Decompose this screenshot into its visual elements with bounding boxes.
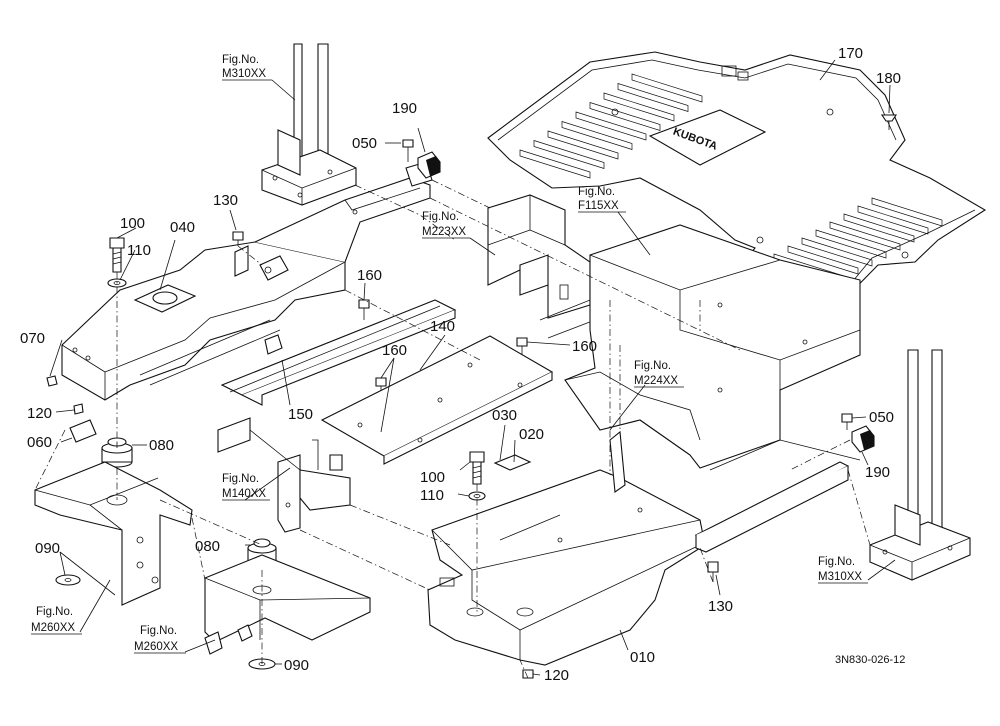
svg-text:M224XX: M224XX	[634, 375, 678, 387]
part-label-080: 080	[149, 437, 174, 454]
svg-text:Fig.No.: Fig.No.	[818, 556, 855, 568]
bolt-100-left	[109, 237, 125, 273]
part-label-120: 120	[27, 405, 52, 422]
part-label-140: 140	[430, 318, 455, 335]
bolt-130-upper	[232, 231, 244, 246]
bracket-m140	[217, 417, 351, 533]
part-label-010: 010	[630, 649, 655, 666]
part-label-160: 160	[572, 338, 597, 355]
svg-text:Fig.No.: Fig.No.	[36, 606, 73, 618]
figure-ref-m224: Fig.No. M224XX	[634, 360, 684, 388]
part-label-130: 130	[213, 192, 238, 209]
part-label-090: 090	[284, 657, 309, 674]
drawing-code: 3N830-026-12	[835, 654, 905, 666]
part-label-160: 160	[357, 267, 382, 284]
bolt-100-center	[469, 451, 485, 485]
support-bracket-center	[204, 554, 371, 655]
part-label-180: 180	[876, 70, 901, 87]
part-label-050: 050	[869, 409, 894, 426]
svg-text:Fig.No.: Fig.No.	[422, 211, 459, 223]
part-label-070: 070	[20, 330, 45, 347]
svg-text:Fig.No.: Fig.No.	[222, 54, 259, 66]
figure-ref-m310-lower: Fig.No. M310XX	[818, 556, 868, 584]
support-bracket-left	[34, 461, 193, 606]
svg-text:M260XX: M260XX	[31, 622, 75, 634]
part-label-100: 100	[420, 469, 445, 486]
pin-180	[880, 114, 898, 130]
part-label-060: 060	[27, 434, 52, 451]
part-label-190: 190	[865, 464, 890, 481]
svg-text:Fig.No.: Fig.No.	[222, 473, 259, 485]
part-label-050: 050	[352, 135, 377, 152]
part-label-080: 080	[195, 538, 220, 555]
part-label-030: 030	[492, 407, 517, 424]
svg-text:Fig.No.: Fig.No.	[634, 360, 671, 372]
bolt-130-lower	[707, 561, 719, 582]
part-label-160: 160	[382, 342, 407, 359]
part-label-130: 130	[708, 598, 733, 615]
figure-references: Fig.No. M310XX Fig.No. M223XX Fig.No. F1…	[31, 54, 868, 654]
bracket-m223	[487, 194, 596, 339]
figure-ref-m223: Fig.No. M223XX	[422, 211, 470, 239]
rear-cover-m224	[564, 224, 861, 471]
bolt-160-a	[358, 299, 370, 320]
figure-ref-m260-center: Fig.No. M260XX	[134, 625, 186, 654]
part-label-120: 120	[544, 667, 569, 684]
svg-text:M260XX: M260XX	[134, 641, 178, 653]
part-number-labels: 170 180 190 050 130 100 110 040 070 120 …	[20, 45, 901, 684]
figure-ref-f115: Fig.No. F115XX	[578, 186, 626, 213]
figure-ref-m310-upper: Fig.No. M310XX	[222, 54, 272, 81]
bolt-050-lower	[841, 413, 853, 430]
column-upper-left	[261, 43, 357, 206]
cover-plate-020	[493, 454, 532, 471]
floor-mat-170: KUBOTA	[487, 51, 987, 326]
svg-text:M310XX: M310XX	[222, 68, 266, 80]
bracket-040	[61, 161, 433, 401]
part-label-020: 020	[519, 426, 544, 443]
rubber-pad-190-upper	[417, 151, 441, 179]
leader-lines	[49, 59, 896, 676]
figure-ref-m260-left: Fig.No. M260XX	[31, 606, 82, 635]
svg-text:F115XX: F115XX	[578, 200, 619, 212]
part-label-110: 110	[127, 242, 151, 259]
svg-text:M223XX: M223XX	[422, 226, 466, 238]
column-lower-right	[869, 349, 971, 581]
part-label-100: 100	[120, 215, 145, 232]
figure-ref-m140: Fig.No. M140XX	[222, 473, 270, 501]
washer-090-left	[55, 574, 81, 586]
part-label-040: 040	[170, 219, 195, 236]
svg-text:M310XX: M310XX	[818, 571, 862, 583]
part-label-190: 190	[392, 100, 417, 117]
screw-120-lower	[522, 669, 534, 679]
part-label-110: 110	[420, 487, 444, 504]
channel-150	[220, 299, 457, 406]
clip-060	[69, 419, 97, 443]
screw-070	[46, 375, 58, 387]
part-label-090: 090	[35, 540, 60, 557]
part-label-170: 170	[838, 45, 863, 62]
plate-140	[320, 335, 554, 465]
base-frame-010	[427, 430, 850, 666]
part-label-150: 150	[288, 406, 313, 423]
assembly-lines	[34, 179, 871, 679]
svg-text:M140XX: M140XX	[222, 488, 266, 500]
rubber-pad-190-lower	[851, 425, 875, 453]
svg-text:Fig.No.: Fig.No.	[578, 186, 615, 198]
svg-text:Fig.No.: Fig.No.	[140, 625, 177, 637]
bolt-050-upper	[402, 139, 414, 162]
screw-120-left	[73, 403, 84, 415]
